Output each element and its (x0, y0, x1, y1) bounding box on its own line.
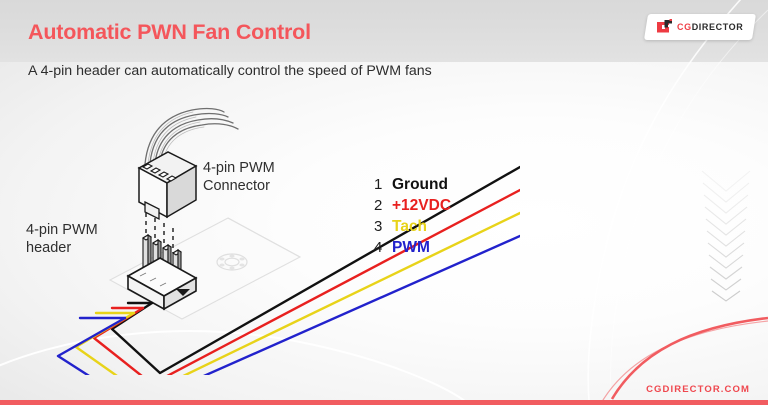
header-label: 4-pin PWM header (26, 222, 98, 256)
cgdirector-logo[interactable]: CGDIRECTOR (643, 14, 757, 40)
legend-row: 2 +12VDC (374, 197, 451, 218)
page-subtitle: A 4-pin header can automatically control… (28, 63, 432, 79)
cgdirector-g-mark (657, 19, 673, 33)
pin-number: 1 (374, 176, 383, 193)
pin-name: +12VDC (392, 197, 452, 214)
logo-word-director: DIRECTOR (692, 22, 744, 32)
footer-accent-bar (0, 400, 768, 405)
pcb-via-pad (216, 253, 248, 271)
pwm-connector-housing (137, 151, 198, 221)
pin-name: Tach (392, 218, 428, 235)
logo-word-cg: CG (677, 22, 693, 32)
wire-pwm (56, 234, 520, 375)
fan-cable-bundle (144, 107, 239, 165)
legend-row: 3 Tach (374, 218, 451, 239)
pin-number: 3 (374, 218, 383, 235)
pin-number: 4 (374, 239, 383, 256)
pin-number: 2 (374, 197, 383, 214)
pwm-fan-wiring-diagram (56, 107, 520, 375)
footer-url[interactable]: CGDIRECTOR.COM (646, 384, 750, 395)
legend-row: 1 Ground (374, 176, 451, 197)
connector-label: 4-pin PWM Connector (203, 160, 275, 194)
logo-wordmark: CGDIRECTOR (677, 22, 743, 32)
page-title: Automatic PWN Fan Control (28, 20, 311, 44)
pin-name: PWM (392, 239, 430, 256)
pwm-header (126, 233, 198, 311)
pin-name: Ground (392, 176, 448, 193)
pin-legend: 1 Ground 2 +12VDC 3 Tach 4 PWM (374, 176, 451, 260)
legend-row: 4 PWM (374, 239, 451, 260)
chevron-stack-decoration (701, 170, 751, 302)
